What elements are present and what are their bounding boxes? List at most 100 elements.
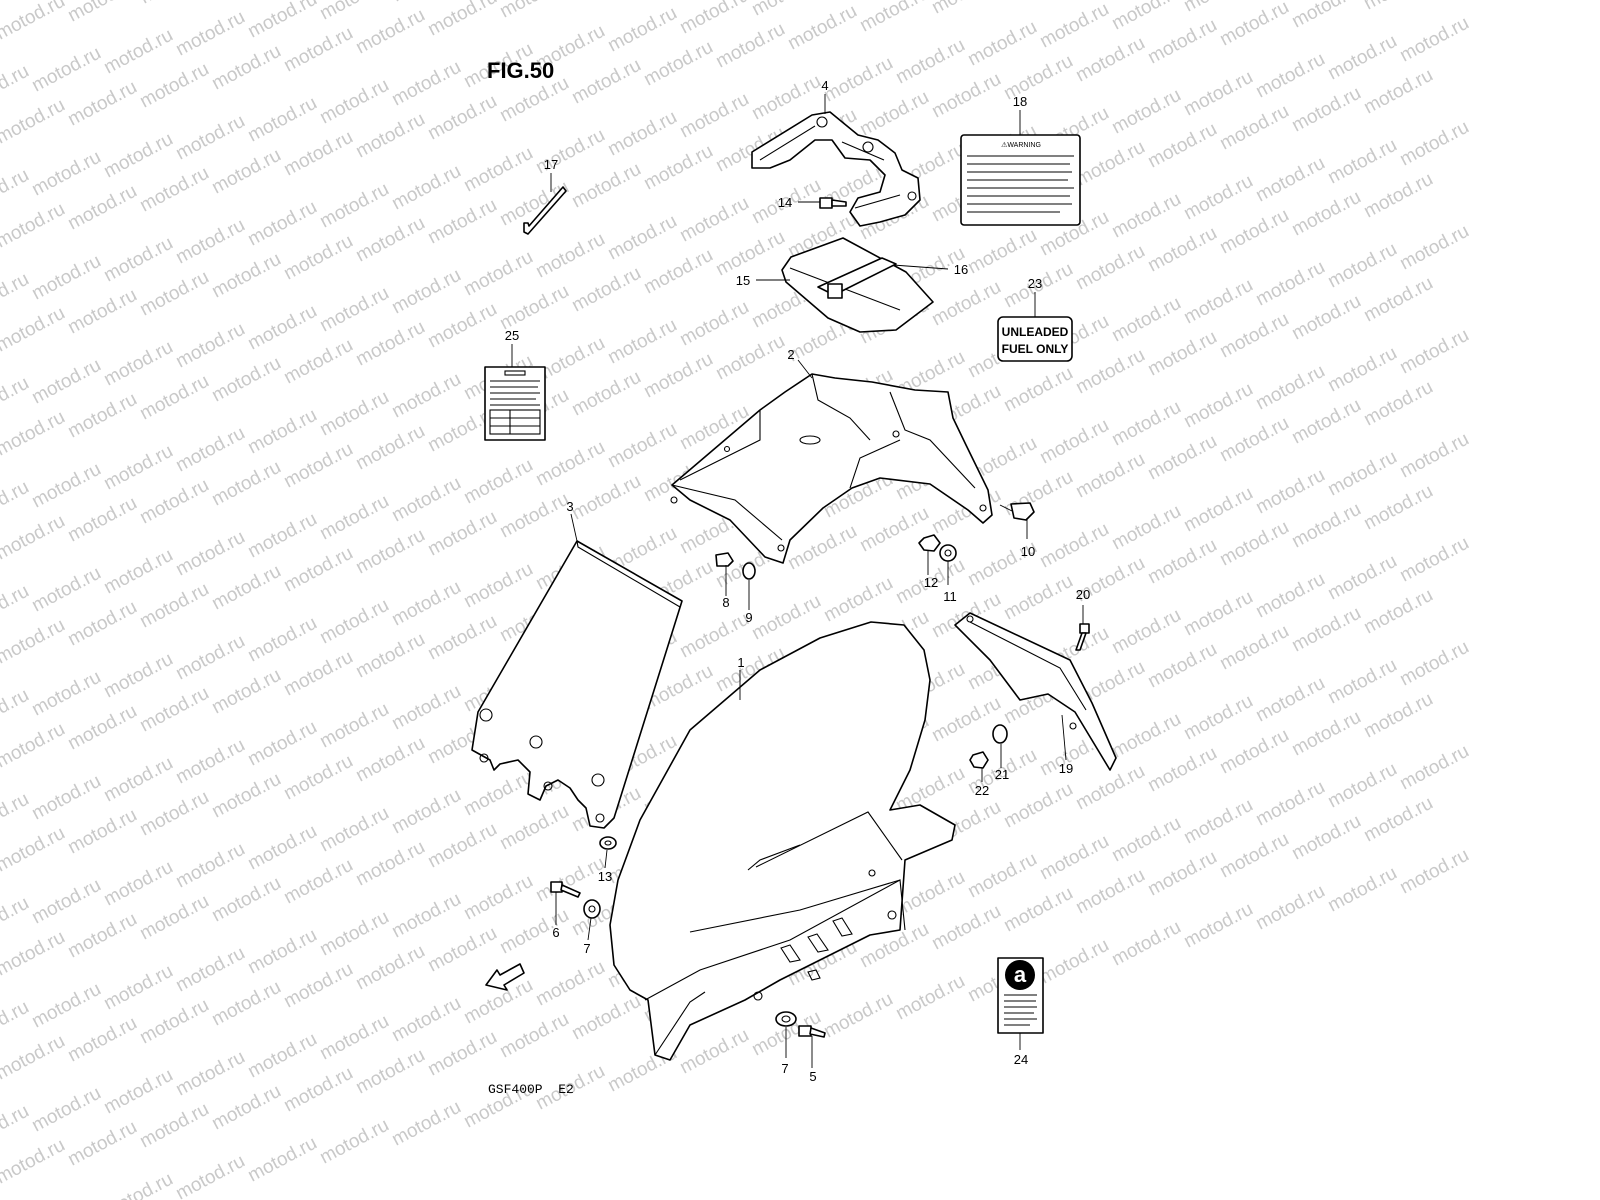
watermark-text: motod.ru — [1180, 275, 1256, 329]
part-23-fuel-label: UNLEADED FUEL ONLY — [997, 316, 1073, 362]
part-11-washer — [939, 544, 957, 562]
watermark-text: motod.ru — [1144, 431, 1220, 485]
watermark-text: motod.ru — [1072, 345, 1148, 399]
part-3-mud-flap — [471, 540, 683, 829]
watermark-text: motod.ru — [892, 35, 968, 89]
watermark-text: motod.ru — [136, 0, 212, 8]
watermark-text: motod.ru — [1036, 519, 1112, 573]
watermark-text: motod.ru — [424, 299, 500, 353]
watermark-text: motod.ru — [388, 785, 464, 839]
watermark-text: motod.ru — [64, 0, 140, 26]
watermark-text: motod.ru — [0, 269, 33, 323]
watermark-text: motod.ru — [1180, 171, 1256, 225]
watermark-text: motod.ru — [172, 319, 248, 373]
watermark-text: motod.ru — [100, 753, 176, 807]
watermark-text: motod.ru — [172, 1151, 248, 1200]
watermark-text: motod.ru — [172, 7, 248, 61]
watermark-text: motod.ru — [496, 489, 572, 543]
watermark-text: motod.ru — [748, 591, 824, 645]
watermark-text: motod.ru — [1360, 0, 1436, 14]
watermark-text: motod.ru — [568, 0, 644, 4]
watermark-text: motod.ru — [352, 1045, 428, 1099]
watermark-text: motod.ru — [1216, 621, 1292, 675]
watermark-text: motod.ru — [604, 107, 680, 161]
callout-25: 25 — [505, 328, 519, 343]
watermark-text: motod.ru — [424, 91, 500, 145]
watermark-text: motod.ru — [1396, 117, 1472, 171]
watermark-text: motod.ru — [388, 369, 464, 423]
watermark-text: motod.ru — [640, 245, 716, 299]
watermark-text: motod.ru — [1108, 85, 1184, 139]
watermark-text: motod.ru — [64, 493, 140, 547]
watermark-text: motod.ru — [100, 857, 176, 911]
watermark-text: motod.ru — [1396, 325, 1472, 379]
watermark-text: motod.ru — [1108, 501, 1184, 555]
watermark-text: motod.ru — [28, 1083, 104, 1137]
watermark-text: motod.ru — [136, 371, 212, 425]
watermark-text: motod.ru — [1324, 551, 1400, 605]
watermark-text: motod.ru — [1288, 187, 1364, 241]
watermark-text: motod.ru — [1324, 135, 1400, 189]
part-10-bolt — [999, 502, 1035, 521]
watermark-text: motod.ru — [316, 699, 392, 753]
watermark-text: motod.ru — [1396, 13, 1472, 67]
watermark-text: motod.ru — [352, 421, 428, 475]
watermark-text: motod.ru — [1252, 361, 1328, 415]
watermark-text: motod.ru — [1288, 707, 1364, 761]
watermark-text: motod.ru — [1360, 481, 1436, 535]
watermark-text: motod.ru — [1216, 101, 1292, 155]
callout-19: 19 — [1059, 761, 1073, 776]
part-6-bolt — [550, 881, 581, 898]
watermark-text: motod.ru — [424, 0, 500, 40]
watermark-text: motod.ru — [1180, 795, 1256, 849]
watermark-text: motod.ru — [100, 961, 176, 1015]
watermark-text: motod.ru — [1216, 413, 1292, 467]
watermark-text: motod.ru — [1396, 637, 1472, 691]
watermark-text: motod.ru — [1360, 585, 1436, 639]
watermark-text: motod.ru — [136, 891, 212, 945]
part-25-info-label — [484, 366, 546, 441]
part-2-rear-fender — [670, 373, 993, 564]
watermark-text: motod.ru — [712, 19, 788, 73]
watermark-text: motod.ru — [568, 367, 644, 421]
watermark-text: motod.ru — [856, 0, 932, 36]
watermark-text: motod.ru — [1396, 429, 1472, 483]
watermark-text: motod.ru — [1252, 257, 1328, 311]
warning-label-title: ⚠WARNING — [1001, 141, 1041, 149]
part-7-collar-left — [583, 899, 601, 919]
watermark-text: motod.ru — [784, 1, 860, 55]
watermark-text: motod.ru — [388, 1097, 464, 1151]
watermark-text: motod.ru — [1108, 709, 1184, 763]
watermark-text: motod.ru — [244, 0, 320, 42]
watermark-text: motod.ru — [172, 111, 248, 165]
watermark-text: motod.ru — [1216, 517, 1292, 571]
watermark-text: motod.ru — [316, 1115, 392, 1169]
watermark-text: motod.ru — [28, 875, 104, 929]
watermark-text: motod.ru — [280, 543, 356, 597]
watermark-text: motod.ru — [64, 597, 140, 651]
watermark-text: motod.ru — [496, 801, 572, 855]
watermark-text: motod.ru — [604, 315, 680, 369]
watermark-text: motod.ru — [1072, 137, 1148, 191]
watermark-text: motod.ru — [64, 1117, 140, 1171]
watermark-text: motod.ru — [280, 959, 356, 1013]
watermark-text: motod.ru — [244, 717, 320, 771]
watermark-text: motod.ru — [568, 263, 644, 317]
watermark-text: motod.ru — [1288, 603, 1364, 657]
watermark-text: motod.ru — [1252, 777, 1328, 831]
watermark-text: motod.ru — [316, 491, 392, 545]
watermark-text: motod.ru — [424, 1027, 500, 1081]
part-8-bolt — [715, 552, 734, 567]
watermark-text: motod.ru — [280, 127, 356, 181]
watermark-text: motod.ru — [64, 805, 140, 859]
watermark-text: motod.ru — [388, 577, 464, 631]
part-19-license-bracket — [954, 612, 1117, 771]
watermark-text: motod.ru — [1000, 779, 1076, 833]
watermark-text: motod.ru — [28, 43, 104, 97]
watermark-text: motod.ru — [1396, 533, 1472, 587]
watermark-text: motod.ru — [0, 927, 69, 981]
watermark-text: motod.ru — [0, 61, 33, 115]
model-code: GSF400P E2 — [488, 1082, 574, 1097]
watermark-text: motod.ru — [568, 55, 644, 109]
